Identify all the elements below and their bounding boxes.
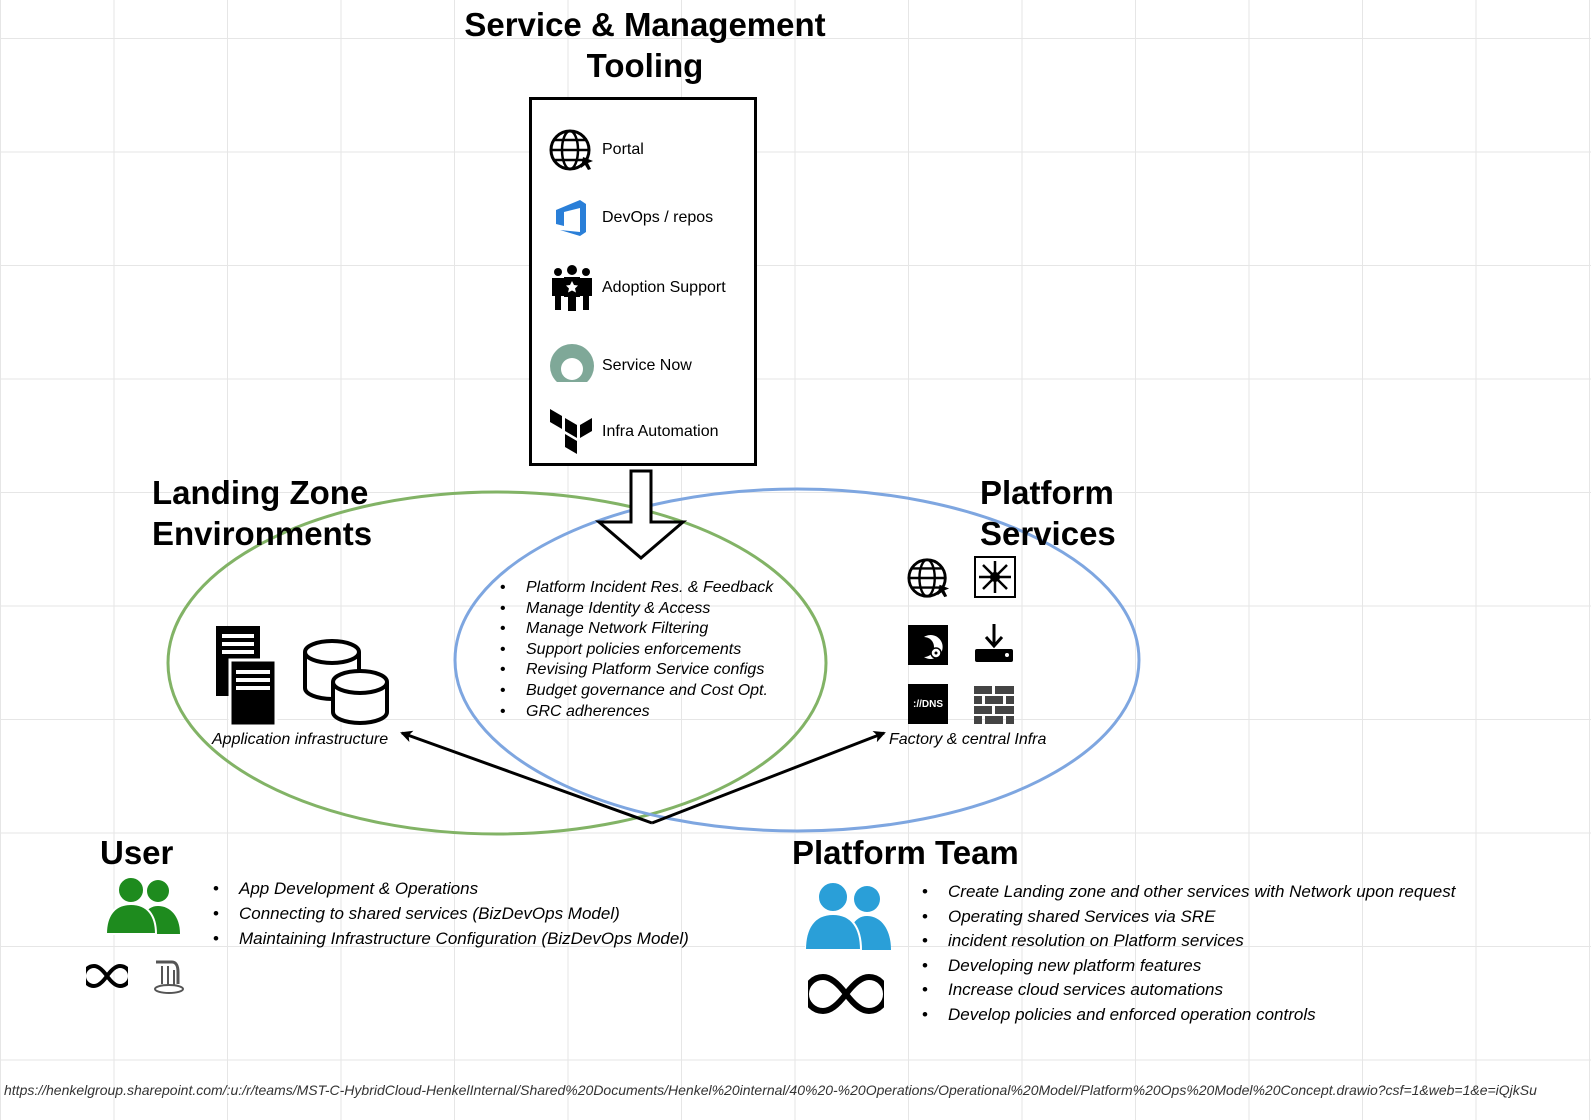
landing-zone-title: Landing Zone Environments	[152, 472, 372, 554]
list-item: Connecting to shared services (BizDevOps…	[213, 901, 689, 926]
list-item: App Development & Operations	[213, 876, 689, 901]
list-item: Budget governance and Cost Opt.	[500, 681, 773, 702]
platform-team-title: Platform Team	[792, 834, 1019, 871]
list-item: Manage Identity & Access	[500, 599, 773, 620]
team-star-icon	[548, 264, 596, 312]
tool-label: Portal	[602, 141, 644, 158]
tool-portal: Portal	[548, 126, 644, 174]
tooling-box: Portal DevOps / repos Adoption Support S…	[529, 97, 757, 466]
tool-devops: DevOps / repos	[548, 194, 713, 242]
platform-services-title: Platform Services	[980, 472, 1116, 554]
platform-services-caption: Factory & central Infra	[889, 731, 1047, 748]
list-item: Increase cloud services automations	[922, 978, 1455, 1003]
list-item: Revising Platform Service configs	[500, 660, 773, 681]
tool-label: DevOps / repos	[602, 209, 714, 226]
platform-team-group-icon	[803, 880, 891, 957]
list-item: incident resolution on Platform services	[922, 929, 1455, 954]
list-item: Create Landing zone and other services w…	[922, 880, 1455, 905]
list-item: Developing new platform features	[922, 954, 1455, 979]
list-item: Operating shared Services via SRE	[922, 905, 1455, 930]
list-item: Manage Network Filtering	[500, 619, 773, 640]
landing-zone-title-line2: Environments	[152, 515, 373, 552]
arrow-to-platform-services	[651, 731, 886, 825]
globe-icon	[906, 556, 950, 598]
list-item: GRC adherences	[500, 702, 773, 723]
platform-team-tasks-list: Create Landing zone and other services w…	[922, 880, 1455, 1028]
tool-label: Service Now	[602, 357, 692, 374]
download-server-icon	[974, 622, 1016, 664]
network-switch-icon	[974, 556, 1016, 598]
infinity-loop-icon	[82, 962, 132, 995]
user-title: User	[100, 834, 174, 871]
server-stack-icon	[214, 626, 278, 733]
landing-zone-title-line1: Landing Zone	[152, 474, 369, 511]
platform-services-ellipse	[453, 487, 1141, 833]
user-tasks-list: App Development & Operations Connecting …	[213, 876, 689, 951]
tool-label: Adoption Support	[602, 279, 726, 296]
shared-tasks-list: Platform Incident Res. & Feedback Manage…	[500, 578, 773, 722]
servicenow-icon	[548, 342, 596, 390]
azure-devops-icon	[548, 194, 596, 242]
list-item: Support policies enforcements	[500, 640, 773, 661]
list-item: Platform Incident Res. & Feedback	[500, 578, 773, 599]
landing-zone-ellipse	[166, 490, 828, 836]
tooling-down-arrow	[594, 469, 688, 560]
tool-service-now: Service Now	[548, 342, 692, 390]
disk-icon	[908, 625, 950, 667]
globe-icon	[548, 126, 596, 174]
tooling-title-line2: Tooling	[586, 47, 704, 84]
tooling-title: Service & Management Tooling	[440, 4, 850, 86]
tool-label: Infra Automation	[602, 423, 719, 440]
tool-adoption-support: Adoption Support	[548, 264, 726, 312]
terraform-icon	[548, 408, 596, 456]
database-icon	[302, 638, 392, 733]
waterfall-icon	[152, 958, 186, 999]
tooling-title-line1: Service & Management	[464, 6, 826, 43]
platform-services-title-line1: Platform	[980, 474, 1114, 511]
tool-infra-automation: Infra Automation	[548, 408, 719, 456]
dns-icon: ://DNS	[908, 684, 948, 724]
footer-url[interactable]: https://henkelgroup.sharepoint.com/:u:/r…	[4, 1082, 1537, 1098]
user-group-icon	[104, 876, 182, 941]
infinity-loop-icon	[803, 972, 889, 1021]
list-item: Develop policies and enforced operation …	[922, 1003, 1455, 1028]
platform-services-title-line2: Services	[980, 515, 1116, 552]
landing-zone-caption: Application infrastructure	[212, 731, 389, 748]
arrow-to-landing-zone	[400, 730, 653, 825]
firewall-icon	[974, 686, 1016, 728]
list-item: Maintaining Infrastructure Configuration…	[213, 926, 689, 951]
